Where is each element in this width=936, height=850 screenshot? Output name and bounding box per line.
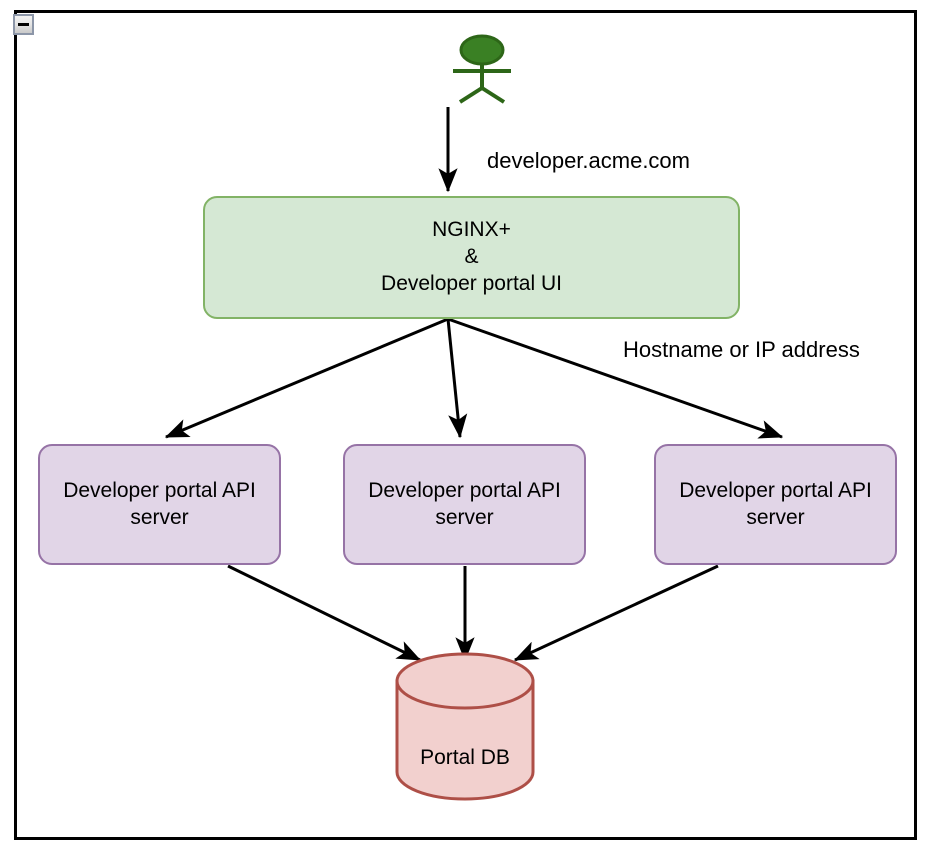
node-nginx-developer-portal-ui[interactable]: NGINX+ & Developer portal UI: [203, 196, 740, 319]
node-api-server-2-line-1: Developer portal API: [368, 478, 561, 502]
node-api-server-1-line-2: server: [130, 505, 189, 529]
node-nginx-line-1: NGINX+: [432, 218, 511, 242]
node-api-server-3-line-2: server: [746, 505, 805, 529]
node-api-server-3[interactable]: Developer portal API server: [654, 444, 897, 565]
node-api-server-2-line-2: server: [435, 505, 494, 529]
edge-label-hostname-or-ip: Hostname or IP address: [623, 337, 860, 362]
node-api-server-3-line-1: Developer portal API: [679, 478, 872, 502]
node-api-server-3-text: Developer portal API server: [679, 478, 872, 532]
node-api-server-1[interactable]: Developer portal API server: [38, 444, 281, 565]
edge-label-developer-acme-com: developer.acme.com: [487, 148, 690, 173]
node-nginx-line-2: &: [464, 245, 479, 269]
node-nginx-line-3: Developer portal UI: [381, 271, 562, 295]
portal-db-label: Portal DB: [420, 746, 510, 769]
node-api-server-2-text: Developer portal API server: [368, 478, 561, 532]
node-api-server-1-text: Developer portal API server: [63, 478, 256, 532]
minus-bar-icon: [18, 23, 29, 26]
node-api-server-2[interactable]: Developer portal API server: [343, 444, 586, 565]
node-api-server-1-line-1: Developer portal API: [63, 478, 256, 502]
collapse-icon[interactable]: [13, 14, 34, 35]
portal-db-cylinder[interactable]: [395, 652, 535, 801]
node-nginx-text: NGINX+ & Developer portal UI: [381, 217, 562, 298]
